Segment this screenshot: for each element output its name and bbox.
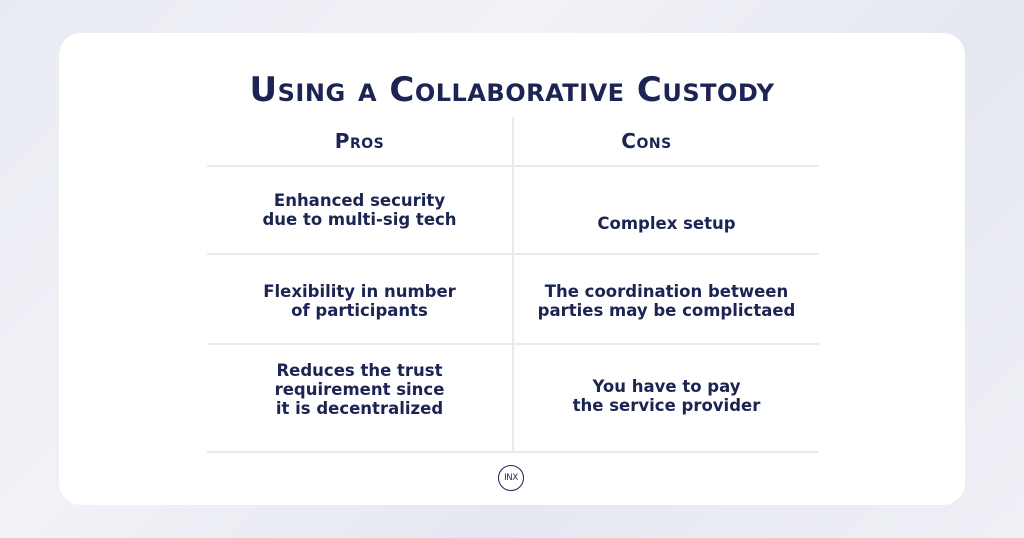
logo-text: INX (504, 473, 518, 483)
content-card: Using a Collaborative Custody Pros Cons … (59, 33, 965, 505)
pros-header: Pros (334, 128, 385, 153)
inx-logo: INX (498, 465, 524, 491)
row-divider (207, 165, 819, 167)
row-divider (207, 253, 819, 255)
page-title: Using a Collaborative Custody (249, 70, 775, 110)
pro-cell-1: Enhanced security due to multi-sig tech (262, 191, 457, 229)
pro-cell-3: Reduces the trust requirement since it i… (274, 361, 445, 418)
con-cell-1: Complex setup (597, 214, 736, 233)
cons-header: Cons (621, 128, 672, 153)
pros-cons-table: Pros Cons Enhanced security due to multi… (207, 117, 819, 453)
con-cell-3: You have to pay the service provider (572, 377, 761, 415)
con-cell-2: The coordination between parties may be … (537, 282, 796, 320)
pro-cell-2: Flexibility in number of participants (263, 282, 456, 320)
row-divider (207, 343, 819, 345)
column-divider (512, 117, 514, 453)
row-divider (207, 451, 819, 453)
